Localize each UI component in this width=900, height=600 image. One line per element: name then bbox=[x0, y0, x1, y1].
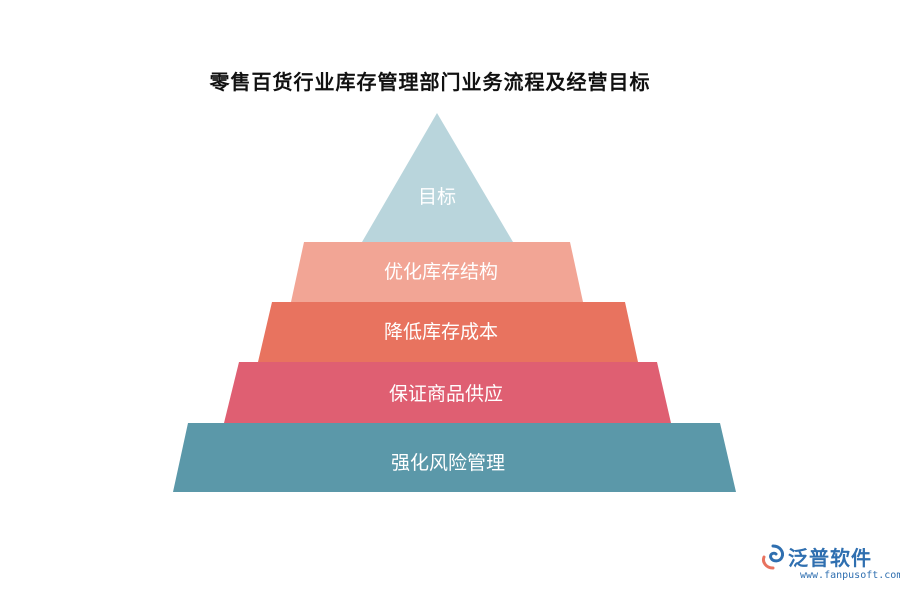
pyramid-layer-goal: 目标 bbox=[362, 113, 513, 242]
logo-name: 泛普软件 bbox=[788, 546, 872, 570]
logo-url: www.fanpusoft.com bbox=[800, 570, 900, 581]
pyramid-layer-cost-shape bbox=[258, 302, 638, 362]
pyramid-layer-cost-label: 降低库存成本 bbox=[384, 321, 498, 343]
pyramid-layer-risk-label: 强化风险管理 bbox=[391, 452, 505, 474]
pyramid-layer-goal-shape bbox=[362, 113, 513, 242]
pyramid-layer-cost: 降低库存成本 bbox=[258, 302, 638, 362]
pyramid-layer-supply: 保证商品供应 bbox=[224, 362, 671, 423]
pyramid-layer-optimize-shape bbox=[291, 242, 583, 302]
pyramid-layer-risk: 强化风险管理 bbox=[173, 423, 736, 492]
pyramid-layer-optimize-label: 优化库存结构 bbox=[384, 261, 498, 283]
pyramid-layer-supply-shape bbox=[224, 362, 671, 423]
brand-logo: 泛普软件 www.fanpusoft.com bbox=[760, 542, 900, 586]
pyramid-layer-goal-label: 目标 bbox=[418, 186, 456, 208]
pyramid-layer-supply-label: 保证商品供应 bbox=[389, 383, 503, 405]
pyramid-layer-risk-shape bbox=[173, 423, 736, 492]
logo-swirl-icon bbox=[762, 544, 784, 570]
diagram-title: 零售百货行业库存管理部门业务流程及经营目标 bbox=[209, 70, 651, 94]
pyramid-layer-optimize: 优化库存结构 bbox=[291, 242, 583, 302]
